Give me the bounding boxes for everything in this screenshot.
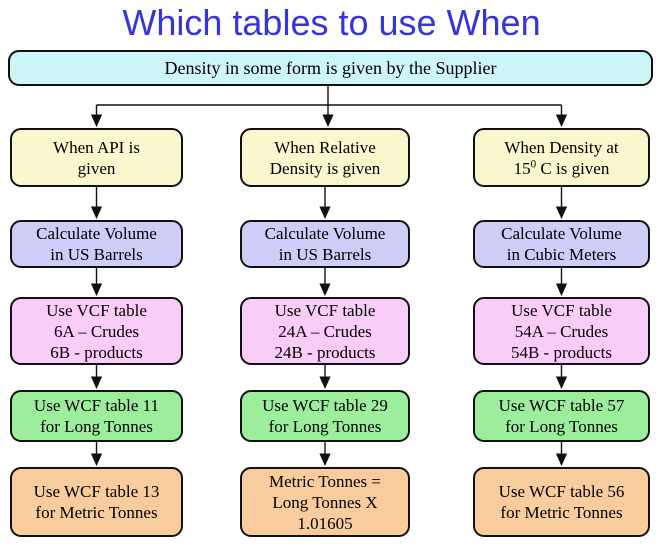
box-line: Use WCF table 11	[33, 396, 160, 415]
page-title: Which tables to use When	[122, 2, 541, 43]
box-line: Use WCF table 57	[498, 396, 625, 415]
box-line: Density is given	[269, 158, 381, 178]
volume-box-density-15c: Calculate Volume in Cubic Meters	[473, 220, 650, 268]
box-line: 150 C is given	[514, 158, 610, 179]
wcf-long-tonnes-box-api: Use WCF table 11 for Long Tonnes	[10, 390, 183, 442]
vcf-table-box-density-15c: Use VCF table 54A – Crudes 54B - product…	[473, 297, 650, 365]
box-line: in Cubic Meters	[506, 245, 617, 264]
box-line: Calculate Volume	[501, 224, 622, 243]
wcf-metric-tonnes-box-api: Use WCF table 13 for Metric Tonnes	[10, 467, 183, 537]
box-line: Calculate Volume	[264, 224, 386, 243]
condition-box-api: When API is given	[10, 128, 183, 187]
box-line: Use WCF table 56	[498, 482, 625, 501]
box-line: Use VCF table	[274, 300, 376, 320]
box-line: Use WCF table 13	[33, 482, 160, 501]
wcf-long-tonnes-box-relative-density: Use WCF table 29 for Long Tonnes	[240, 390, 410, 442]
wcf-long-tonnes-box-density-15c: Use WCF table 57 for Long Tonnes	[473, 390, 650, 442]
box-line: Calculate Volume	[36, 224, 157, 243]
box-line: for Long Tonnes	[505, 417, 618, 436]
box-line: When Density at	[504, 137, 619, 157]
volume-box-api: Calculate Volume in US Barrels	[10, 220, 183, 268]
box-line: for Metric Tonnes	[500, 503, 623, 522]
box-line: in US Barrels	[50, 245, 143, 264]
box-line: Use WCF table 29	[262, 396, 388, 415]
box-line: for Long Tonnes	[268, 417, 382, 436]
box-line: for Long Tonnes	[40, 417, 153, 436]
wcf-metric-tonnes-box-density-15c: Use WCF table 56 for Metric Tonnes	[473, 467, 650, 537]
box-line: Metric Tonnes =	[269, 471, 381, 491]
condition-box-density-15c: When Density at 150 C is given	[473, 128, 650, 187]
box-line: 1.01605	[297, 513, 353, 533]
condition-box-relative-density: When Relative Density is given	[240, 128, 410, 187]
box-line: When API is	[53, 137, 140, 157]
supplier-density-label: Density in some form is given by the Sup…	[164, 57, 497, 78]
volume-box-relative-density: Calculate Volume in US Barrels	[240, 220, 410, 268]
box-line: 24A – Crudes	[278, 321, 372, 341]
box-line: given	[77, 158, 116, 178]
superscript-zero: 0	[530, 157, 537, 170]
box-line: 6A – Crudes	[54, 321, 139, 341]
box-line: 54A – Crudes	[514, 321, 609, 341]
supplier-density-box: Density in some form is given by the Sup…	[8, 50, 653, 86]
box-line: 6B - products	[50, 342, 143, 362]
box-line: in US Barrels	[278, 245, 372, 264]
box-line: Use VCF table	[46, 300, 147, 320]
vcf-table-box-relative-density: Use VCF table 24A – Crudes 24B - product…	[240, 297, 410, 365]
box-line: Long Tonnes X	[272, 492, 378, 512]
vcf-table-box-api: Use VCF table 6A – Crudes 6B - products	[10, 297, 183, 365]
box-line: for Metric Tonnes	[35, 503, 158, 522]
box-line: Use VCF table	[511, 300, 612, 320]
box-line: 24B - products	[274, 342, 376, 362]
metric-tonnes-conversion-box: Metric Tonnes = Long Tonnes X 1.01605	[240, 467, 410, 537]
density-15-post: C is given	[536, 158, 610, 178]
density-15-pre: 15	[513, 158, 531, 178]
box-line: 54B - products	[510, 342, 613, 362]
box-line: When Relative	[274, 137, 376, 157]
